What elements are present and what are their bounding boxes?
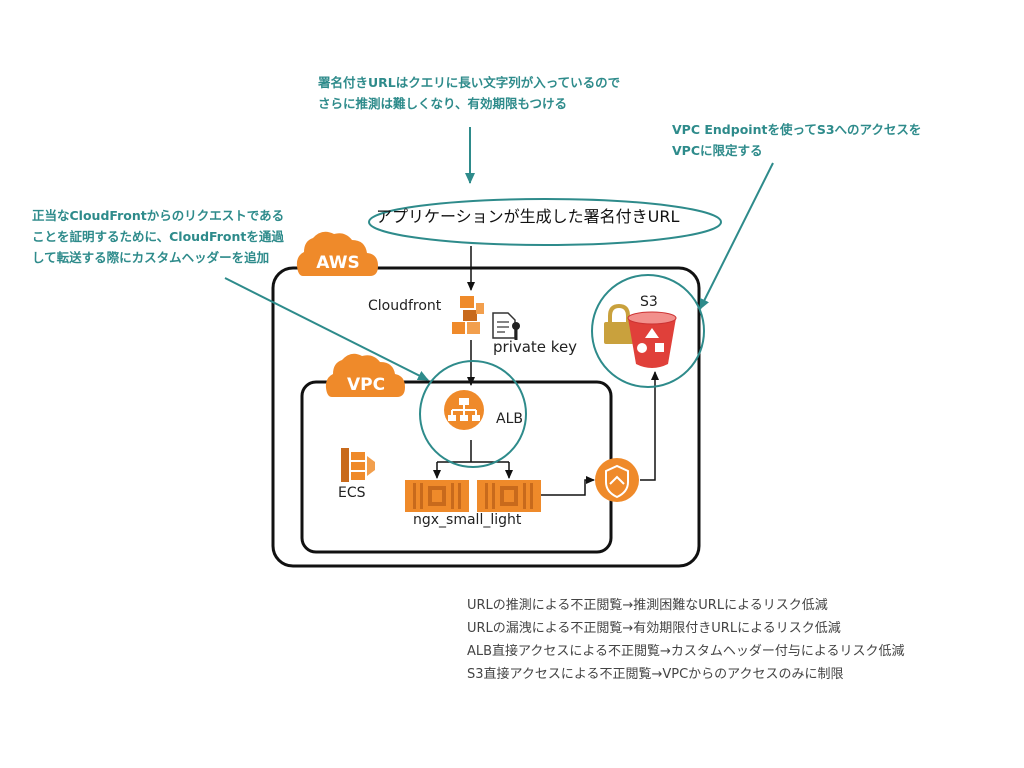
cloudfront-header-note-arrow bbox=[224, 277, 429, 381]
ecs-label: ECS bbox=[338, 485, 366, 501]
vpc-cloud-icon bbox=[325, 353, 405, 397]
s3-bucket-icon bbox=[627, 311, 677, 368]
vpc-endpoint-note-arrow bbox=[699, 162, 774, 310]
cloudfront-header-note-line: して転送する際にカスタムヘッダーを追加 bbox=[32, 250, 270, 265]
cloudfront-header-note-line: 正当なCloudFrontからのリクエストである bbox=[32, 208, 285, 223]
cloudfront-icon bbox=[452, 296, 484, 334]
s3-label: S3 bbox=[640, 294, 658, 310]
aws-badge-label: AWS bbox=[316, 253, 359, 273]
signed-url-note: 署名付きURLはクエリに長い文字列が入っているので さらに推測は難しくなり、有効… bbox=[318, 72, 620, 114]
aws-boundary bbox=[271, 266, 701, 568]
risk-summary-item: URLの推測による不正閲覧→推測困難なURLによるリスク低減 bbox=[467, 598, 828, 613]
alb-label: ALB bbox=[496, 411, 523, 427]
aws-cloud-icon bbox=[296, 231, 378, 276]
container-to-endpoint-arrow bbox=[541, 476, 595, 496]
s3-ellipse bbox=[591, 274, 705, 388]
signed-url-label: アプリケーションが生成した署名付きURL bbox=[376, 207, 680, 226]
vpc-endpoint-icon bbox=[595, 458, 639, 502]
lock-icon bbox=[604, 303, 634, 344]
signed-url-note-line: さらに推測は難しくなり、有効期限もつける bbox=[318, 96, 568, 111]
endpoint-to-s3-arrow bbox=[640, 371, 659, 481]
container-icon bbox=[477, 480, 541, 512]
vpc-endpoint-note-line: VPCに限定する bbox=[672, 143, 763, 158]
ecs-icon bbox=[341, 448, 375, 482]
risk-summary: URLの推測による不正閲覧→推測困難なURLによるリスク低減 URLの漏洩による… bbox=[467, 594, 905, 686]
cloudfront-label: Cloudfront bbox=[368, 298, 442, 314]
risk-summary-item: URLの漏洩による不正閲覧→有効期限付きURLによるリスク低減 bbox=[467, 621, 841, 636]
vpc-endpoint-note: VPC Endpointを使ってS3へのアクセスを VPCに限定する bbox=[672, 119, 921, 161]
cloudfront-header-note: 正当なCloudFrontからのリクエストである ことを証明するために、Clou… bbox=[32, 205, 284, 268]
alb-ellipse bbox=[419, 360, 527, 468]
cloudfront-header-note-line: ことを証明するために、CloudFrontを通過 bbox=[32, 229, 284, 244]
risk-summary-item: ALB直接アクセスによる不正閲覧→カスタムヘッダー付与によるリスク低減 bbox=[467, 644, 905, 659]
signed-url-ellipse bbox=[368, 198, 722, 246]
vpc-endpoint-note-line: VPC Endpointを使ってS3へのアクセスを bbox=[672, 122, 922, 137]
private-key-label: private key bbox=[493, 338, 578, 356]
ngx-small-light-label: ngx_small_light bbox=[413, 512, 522, 528]
signed-url-note-line: 署名付きURLはクエリに長い文字列が入っているので bbox=[318, 75, 621, 90]
load-balancer-icon bbox=[444, 390, 484, 430]
container-icon bbox=[405, 480, 469, 512]
risk-summary-item: S3直接アクセスによる不正閲覧→VPCからのアクセスのみに制限 bbox=[467, 667, 844, 682]
vpc-badge-label: VPC bbox=[347, 375, 385, 395]
document-key-icon bbox=[492, 312, 520, 340]
